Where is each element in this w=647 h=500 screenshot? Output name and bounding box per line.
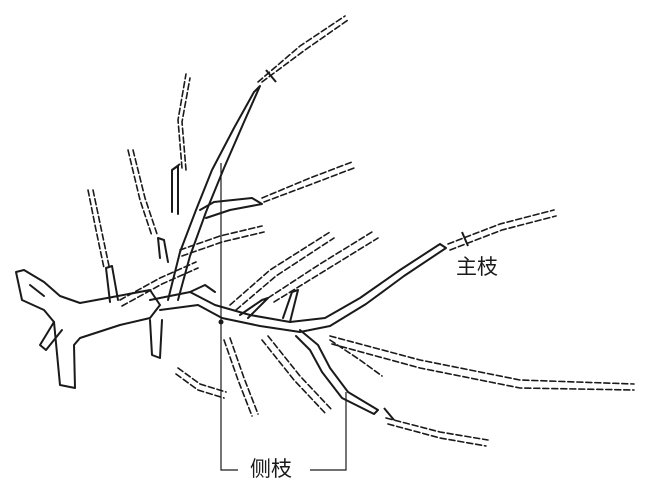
trunk-stump (15, 269, 161, 389)
side-branch-leader-lines (218, 163, 347, 471)
cut-marks (171, 69, 469, 421)
main-branch (149, 243, 447, 415)
main-branch-label: 主枝 (456, 255, 498, 279)
dashed-extensions (87, 15, 635, 447)
upper-leader (105, 85, 263, 359)
side-branch-label: 侧枝 (250, 457, 292, 481)
